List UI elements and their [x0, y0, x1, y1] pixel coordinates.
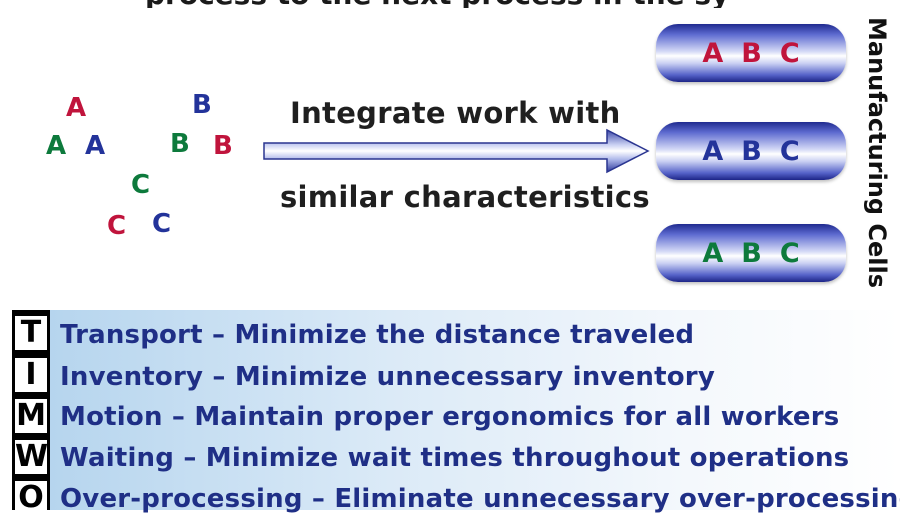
- scattered-letter: B: [192, 90, 212, 120]
- cell-letter: B: [741, 237, 762, 269]
- cell-letter: A: [702, 37, 724, 69]
- timwo-letter: W: [15, 439, 49, 474]
- scattered-letter: C: [107, 211, 127, 241]
- cell-letter: B: [741, 37, 762, 69]
- arrow-caption-bottom: similar characteristics: [280, 180, 650, 214]
- cell-letter: C: [779, 237, 800, 269]
- timwo-acronym-strip: T I M W O: [12, 310, 50, 515]
- scattered-letter: A: [46, 131, 67, 161]
- manufacturing-cell: A B C: [656, 24, 846, 82]
- timwo-letter: T: [12, 314, 50, 352]
- scattered-letter: B: [213, 131, 233, 161]
- scattered-letter: A: [66, 93, 87, 123]
- waste-row-motion: Motion – Maintain proper ergonomics for …: [60, 402, 840, 432]
- cell-letter: C: [779, 135, 800, 167]
- cell-letter: B: [741, 135, 762, 167]
- scattered-letter: C: [152, 209, 172, 239]
- manufacturing-cell: A B C: [656, 122, 846, 180]
- cell-letter: A: [702, 135, 724, 167]
- scattered-letter: B: [170, 129, 190, 159]
- waste-row-waiting: Waiting – Minimize wait times throughout…: [60, 443, 850, 473]
- manufacturing-cells-label-text: Manufacturing Cells: [863, 16, 891, 288]
- scattered-letter: A: [85, 131, 106, 161]
- waste-row-transport: Transport – Minimize the distance travel…: [60, 320, 695, 350]
- manufacturing-cells-label: Manufacturing Cells: [862, 12, 892, 292]
- scattered-letter: C: [131, 170, 151, 200]
- arrow-caption-top: Integrate work with: [290, 96, 621, 130]
- waste-list-panel: [50, 310, 900, 510]
- cell-letter: A: [702, 237, 724, 269]
- cell-letter: C: [779, 37, 800, 69]
- top-partial-heading-text: process to the next process in the sy: [145, 0, 729, 8]
- top-partial-heading: process to the next process in the sy: [0, 0, 900, 8]
- manufacturing-cell: A B C: [656, 224, 846, 282]
- waste-row-inventory: Inventory – Minimize unnecessary invento…: [60, 362, 715, 392]
- timwo-letter: O: [12, 479, 50, 517]
- timwo-letter: I: [12, 356, 50, 394]
- timwo-letter: M: [15, 398, 47, 433]
- waste-row-over-processing: Over-processing – Eliminate unnecessary …: [60, 484, 900, 514]
- integration-arrow: [262, 126, 652, 176]
